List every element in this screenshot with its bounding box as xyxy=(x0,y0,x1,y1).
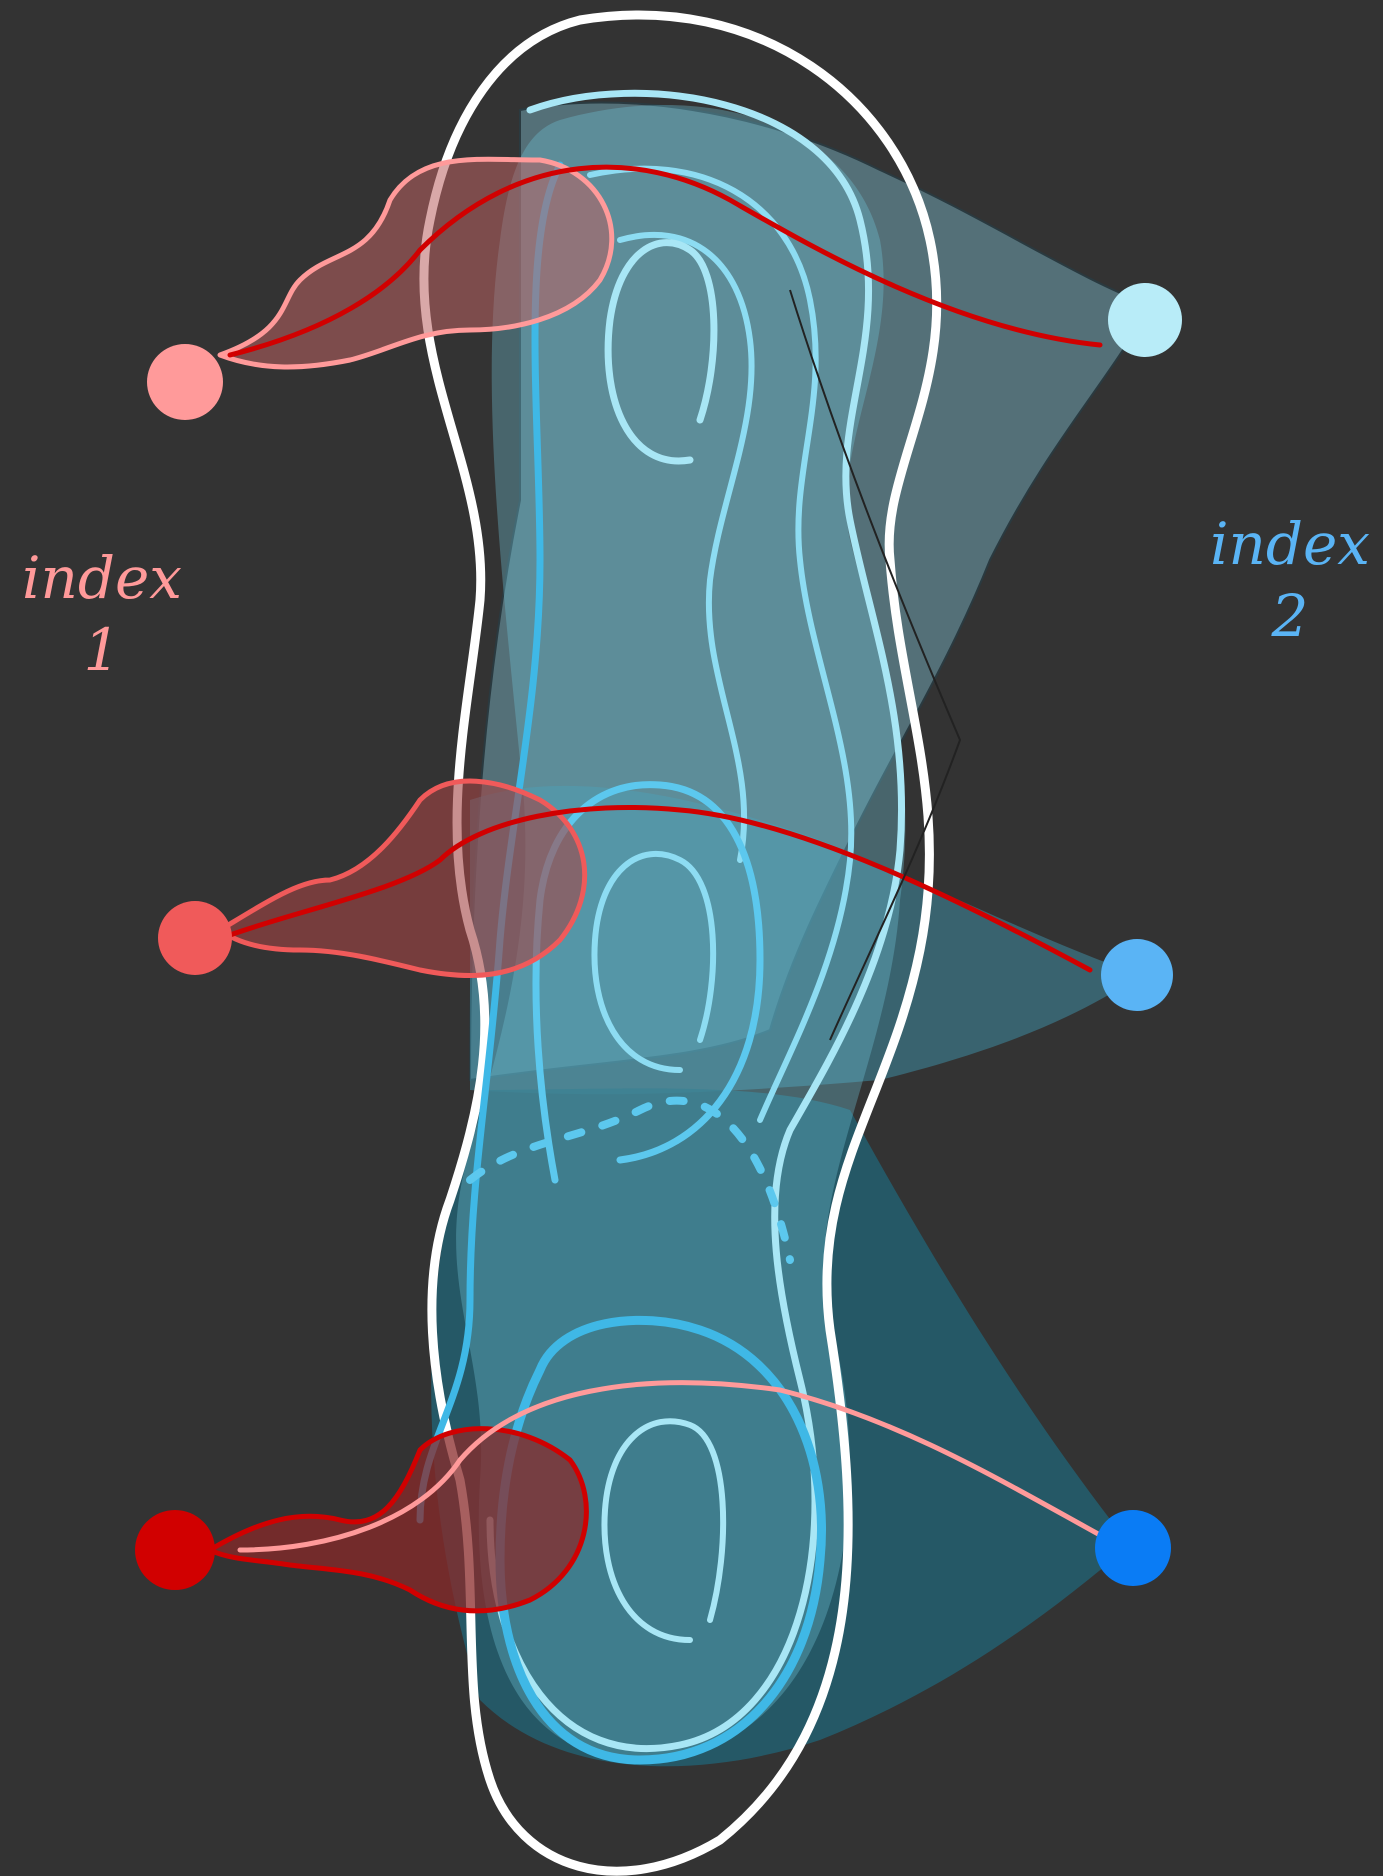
index-2-label-number: 2 xyxy=(1180,580,1383,652)
index-1-top-dot xyxy=(147,344,223,420)
index-2-middle-dot xyxy=(1101,939,1173,1011)
index-2-top-dot xyxy=(1108,283,1182,357)
index-1-label-word: index xyxy=(0,542,212,614)
index-2-label: index 2 xyxy=(1180,508,1383,652)
index-1-label-number: 1 xyxy=(0,614,212,686)
index-2-bottom-dot xyxy=(1095,1510,1171,1586)
index-1-middle-dot xyxy=(158,901,232,975)
index-1-label: index 1 xyxy=(0,542,212,686)
index-1-bottom-dot xyxy=(135,1510,215,1590)
index-2-label-word: index xyxy=(1180,508,1383,580)
index-1-bottom-manifold xyxy=(210,1429,586,1611)
